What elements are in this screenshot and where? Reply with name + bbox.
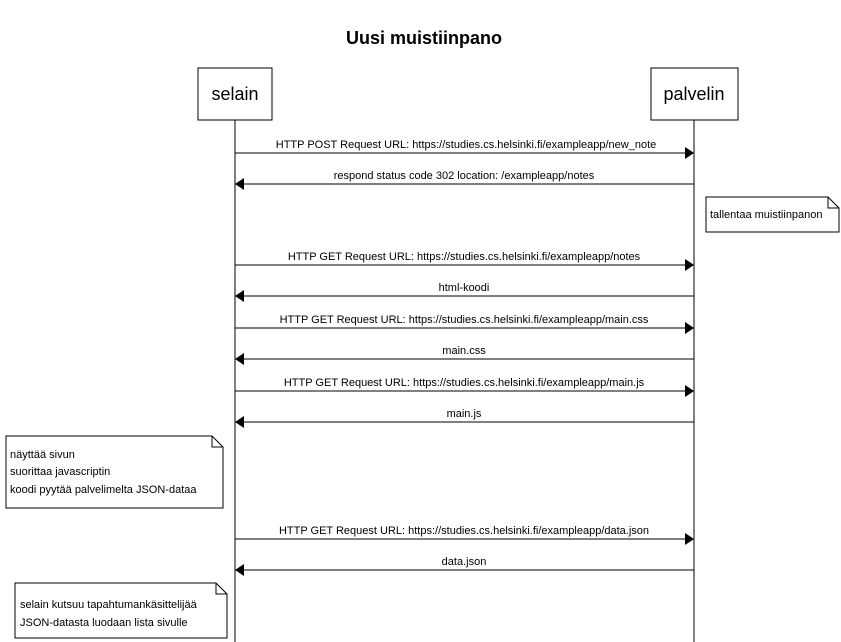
note-browser-render-line-2: suorittaa javascriptin xyxy=(10,466,110,478)
message-7-label: HTTP GET Request URL: https://studies.cs… xyxy=(284,377,645,389)
message-8: main.js xyxy=(235,408,694,428)
message-2: respond status code 302 location: /examp… xyxy=(235,170,694,190)
note-server-save-shape xyxy=(705,196,840,233)
message-3: HTTP GET Request URL: https://studies.cs… xyxy=(235,251,694,271)
note-server-save-fold xyxy=(827,197,839,209)
message-3-label: HTTP GET Request URL: https://studies.cs… xyxy=(288,251,641,263)
note-browser-handler-fold xyxy=(215,583,227,595)
note-browser-render-fold xyxy=(211,436,223,448)
message-9-label: HTTP GET Request URL: https://studies.cs… xyxy=(279,525,649,537)
message-1: HTTP POST Request URL: https://studies.c… xyxy=(235,139,694,159)
message-1-label: HTTP POST Request URL: https://studies.c… xyxy=(276,139,657,151)
message-5-label: HTTP GET Request URL: https://studies.cs… xyxy=(280,314,649,326)
message-4: html-koodi xyxy=(235,282,694,302)
message-1-arrowhead xyxy=(685,147,694,159)
actor-browser-label: selain xyxy=(211,84,258,104)
message-10-label: data.json xyxy=(442,556,487,568)
message-6: main.css xyxy=(235,345,694,365)
actor-server-label: palvelin xyxy=(663,84,724,104)
note-browser-handler-line-1: selain kutsuu tapahtumankäsittelijää xyxy=(20,599,198,611)
note-browser-handler-line-2: JSON-datasta luodaan lista sivulle xyxy=(20,617,188,629)
message-7: HTTP GET Request URL: https://studies.cs… xyxy=(235,377,694,397)
message-10: data.json xyxy=(235,556,694,576)
message-10-arrowhead xyxy=(235,564,244,576)
message-5: HTTP GET Request URL: https://studies.cs… xyxy=(235,314,694,334)
note-browser-render-line-3: koodi pyytää palvelimelta JSON-dataa xyxy=(10,484,197,496)
actor-server-box xyxy=(650,67,739,121)
note-server-save-line-1: tallentaa muistiinpanon xyxy=(710,209,823,221)
message-4-label: html-koodi xyxy=(439,282,490,294)
message-7-arrowhead xyxy=(685,385,694,397)
message-4-arrowhead xyxy=(235,290,244,302)
actor-server: palvelin xyxy=(650,67,739,121)
note-browser-render-shape xyxy=(5,435,224,509)
actor-browser: selain xyxy=(197,67,273,121)
message-2-label: respond status code 302 location: /examp… xyxy=(334,170,595,182)
note-browser-handler-shape xyxy=(14,582,228,639)
note-server-save: tallentaa muistiinpanon xyxy=(705,196,840,233)
message-2-arrowhead xyxy=(235,178,244,190)
message-8-arrowhead xyxy=(235,416,244,428)
actor-browser-box xyxy=(197,67,273,121)
message-6-arrowhead xyxy=(235,353,244,365)
note-browser-render-line-1: näyttää sivun xyxy=(10,449,75,461)
diagram-title: Uusi muistiinpano xyxy=(346,28,502,48)
message-3-arrowhead xyxy=(685,259,694,271)
note-browser-render: näyttää sivun suorittaa javascriptin koo… xyxy=(5,435,224,509)
note-browser-handler: selain kutsuu tapahtumankäsittelijää JSO… xyxy=(14,582,228,639)
message-8-label: main.js xyxy=(447,408,482,420)
message-5-arrowhead xyxy=(685,322,694,334)
message-9: HTTP GET Request URL: https://studies.cs… xyxy=(235,525,694,545)
message-9-arrowhead xyxy=(685,533,694,545)
message-6-label: main.css xyxy=(442,345,486,357)
